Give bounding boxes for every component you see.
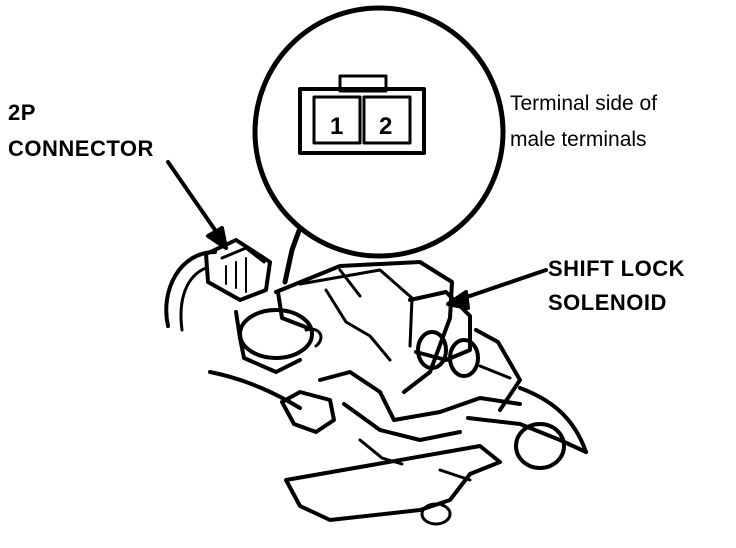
shift-lock-solenoid xyxy=(408,290,522,412)
connector-magnifier-circle xyxy=(252,5,506,285)
shifter-bracket xyxy=(234,260,454,394)
connector-label-line2: CONNECTOR xyxy=(8,136,154,161)
pin-1-label: 1 xyxy=(330,113,343,140)
solenoid-label-line2: SOLENOID xyxy=(548,290,667,315)
terminal-side-label-line2: male terminals xyxy=(510,128,647,151)
solenoid-label-line1: SHIFT LOCK xyxy=(548,256,685,281)
shift-lever-base xyxy=(208,370,588,526)
connector-leader-arrow xyxy=(166,160,228,250)
2p-connector-body xyxy=(204,238,272,302)
terminal-side-label-line1: Terminal side of xyxy=(510,92,658,115)
connector-face: 1 2 xyxy=(298,74,426,155)
pin-2-label: 2 xyxy=(379,113,392,140)
solenoid-leader-arrow xyxy=(446,268,548,310)
connector-label-line1: 2P xyxy=(8,100,36,125)
